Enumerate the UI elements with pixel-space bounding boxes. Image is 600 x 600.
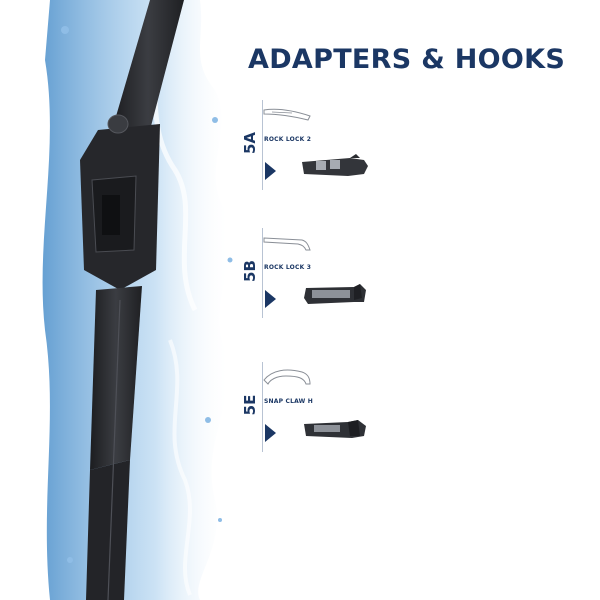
adapter-section-5e: 5E SNAP CLAW H xyxy=(240,362,390,472)
snap-claw-h-adapter-image xyxy=(304,420,366,438)
section-divider xyxy=(262,228,263,318)
section-divider xyxy=(262,100,263,190)
page-title: ADAPTERS & HOOKS xyxy=(248,44,566,75)
adapter-section-5a: 5A ROCK LOCK 2 xyxy=(240,100,390,210)
section-divider xyxy=(262,362,263,452)
adapter-code: 5E xyxy=(241,394,259,416)
pointer-arrow-icon xyxy=(265,424,276,442)
rock-lock-3-adapter-image xyxy=(304,284,366,304)
pointer-arrow-icon xyxy=(265,162,276,180)
wiper-arm-sketch-icon xyxy=(263,369,311,385)
adapter-section-5b: 5B ROCK LOCK 3 xyxy=(240,228,390,338)
adapter-code: 5A xyxy=(241,131,259,155)
adapter-name: ROCK LOCK 3 xyxy=(264,264,312,271)
wiper-blade-image xyxy=(80,0,184,600)
adapter-code: 5B xyxy=(241,260,259,282)
adapter-name: SNAP CLAW H xyxy=(264,398,314,405)
adapter-name: ROCK LOCK 2 xyxy=(264,136,312,143)
rock-lock-2-adapter-image xyxy=(302,154,368,176)
wiper-arm-sketch-icon xyxy=(263,237,311,251)
pointer-arrow-icon xyxy=(265,290,276,308)
wiper-arm-sketch-icon xyxy=(263,108,311,121)
